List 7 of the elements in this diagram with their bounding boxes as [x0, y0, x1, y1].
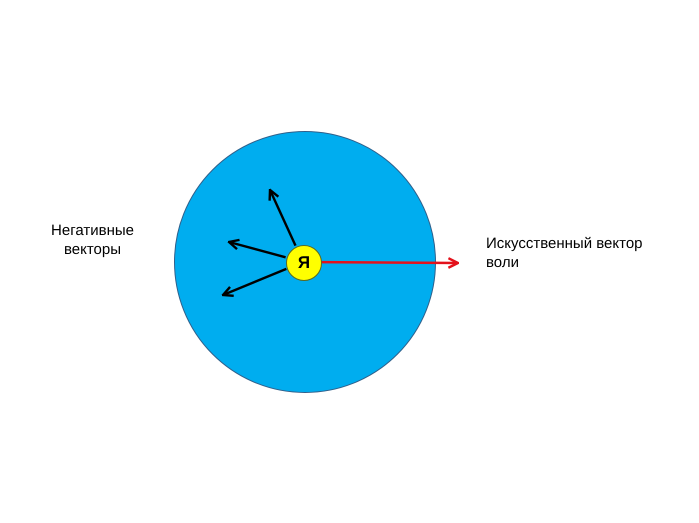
arrow [228, 238, 286, 258]
text-label: Негативные векторы [50, 221, 135, 259]
text-label: Искусственный вектор воли [486, 234, 644, 272]
self-circle: Я [286, 245, 322, 281]
arrow [268, 188, 297, 246]
arrow [321, 256, 460, 269]
arrow [222, 268, 287, 297]
